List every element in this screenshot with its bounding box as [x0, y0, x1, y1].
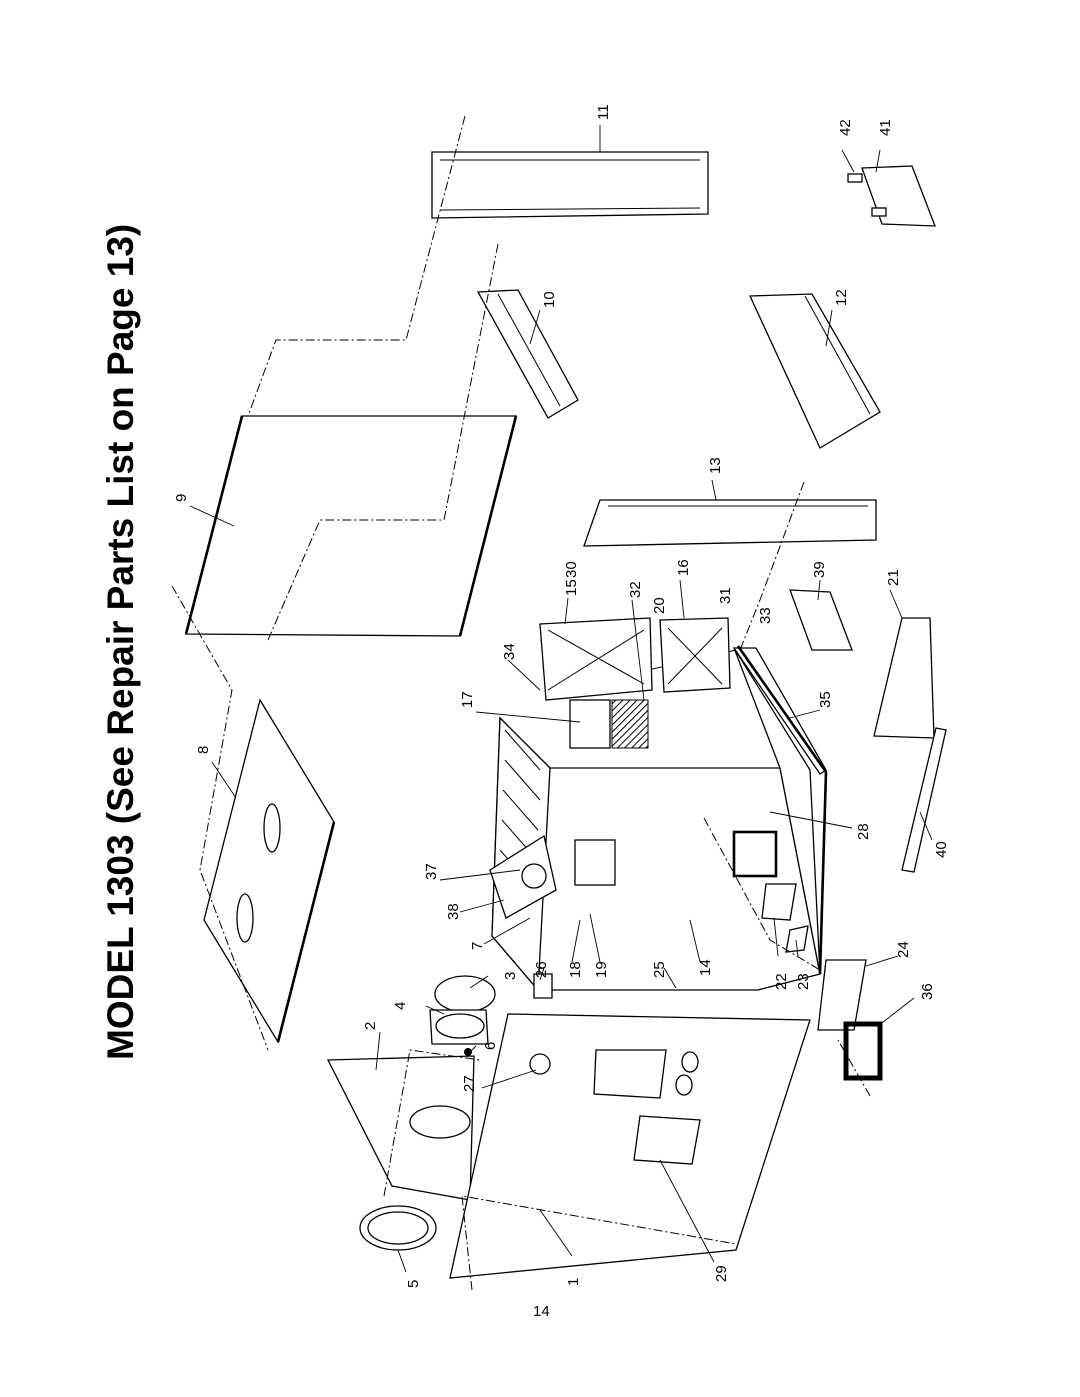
part-10-bracket [476, 289, 579, 419]
part-5-ring [359, 1205, 437, 1251]
part-20-grill [611, 699, 649, 749]
callout-32: 32 [627, 581, 644, 598]
callout-1: 1 [565, 1278, 582, 1286]
part-12-bracket [748, 293, 881, 449]
callout-24: 24 [895, 941, 912, 958]
callout-29: 29 [713, 1265, 730, 1282]
part-23-bracket [785, 925, 809, 953]
part-21-tray [873, 617, 935, 739]
callout-20: 20 [651, 597, 668, 614]
part-39-bracket [789, 589, 853, 651]
part-26-bracket [533, 973, 553, 999]
page-title: MODEL 1303 (See Repair Parts List on Pag… [100, 224, 141, 1060]
callout-40: 40 [933, 841, 950, 858]
callout-10: 10 [541, 291, 558, 308]
part-41-42-hinge [847, 165, 936, 227]
part-17-tray [569, 699, 611, 749]
callout-4: 4 [392, 1002, 409, 1010]
part-9-top-panel [184, 415, 518, 637]
callout-17: 17 [459, 691, 476, 708]
callout-23: 23 [795, 973, 812, 990]
callout-9: 9 [173, 494, 190, 502]
callout-21: 21 [885, 569, 902, 586]
part-28-window-gasket [732, 830, 778, 878]
part-15-drawer [539, 617, 653, 701]
callout-31: 31 [717, 587, 734, 604]
callout-19: 19 [593, 961, 610, 978]
callout-36: 36 [919, 983, 936, 1000]
part-2-side-panel [326, 1055, 475, 1201]
callout-37: 37 [423, 863, 440, 880]
callout-41: 41 [877, 119, 894, 136]
part-24-box [817, 959, 867, 1031]
part-22-bracket [761, 883, 797, 921]
part-11-channel [431, 151, 709, 219]
callout-14: 14 [697, 959, 714, 976]
part-3-4-collars [429, 975, 496, 1045]
part-35-base [732, 645, 828, 975]
callout-5: 5 [405, 1280, 422, 1288]
callout-13: 13 [707, 457, 724, 474]
part-36-gasket [843, 1021, 883, 1081]
callout-6: 6 [482, 1042, 499, 1050]
callout-22: 22 [773, 973, 790, 990]
callout-25: 25 [651, 961, 668, 978]
callout-30: 30 [563, 561, 580, 578]
callout-42: 42 [837, 119, 854, 136]
callout-27: 27 [461, 1075, 478, 1092]
callout-2: 2 [362, 1022, 379, 1030]
callout-16: 16 [675, 559, 692, 576]
assembly-lines [171, 115, 871, 1291]
page-number: 14 [533, 1303, 550, 1320]
part-37-control-panel [489, 834, 616, 919]
callout-35: 35 [817, 691, 834, 708]
part-1-front-panel [449, 1013, 811, 1279]
callout-18: 18 [567, 961, 584, 978]
part-6-fastener [464, 1048, 472, 1056]
callout-12: 12 [833, 289, 850, 306]
callout-39: 39 [811, 561, 828, 578]
part-8-back-panel [203, 698, 336, 1044]
callout-38: 38 [445, 903, 462, 920]
callout-labels: 1 2 3 4 5 6 7 8 9 10 11 12 13 14 15 16 1… [173, 104, 950, 1288]
leader-lines [189, 125, 933, 1273]
callout-34: 34 [501, 643, 518, 660]
callout-28: 28 [855, 823, 872, 840]
part-29-plate [593, 1049, 667, 1099]
callout-33: 33 [757, 607, 774, 624]
callout-8: 8 [195, 746, 212, 754]
callout-3: 3 [502, 972, 519, 980]
callout-7: 7 [469, 942, 486, 950]
part-40-rail [901, 727, 947, 873]
callout-15: 15 [563, 579, 580, 596]
callout-11: 11 [595, 104, 612, 120]
part-16-drawer [659, 617, 731, 693]
part-13-channel [583, 499, 877, 547]
callout-26: 26 [533, 961, 550, 978]
